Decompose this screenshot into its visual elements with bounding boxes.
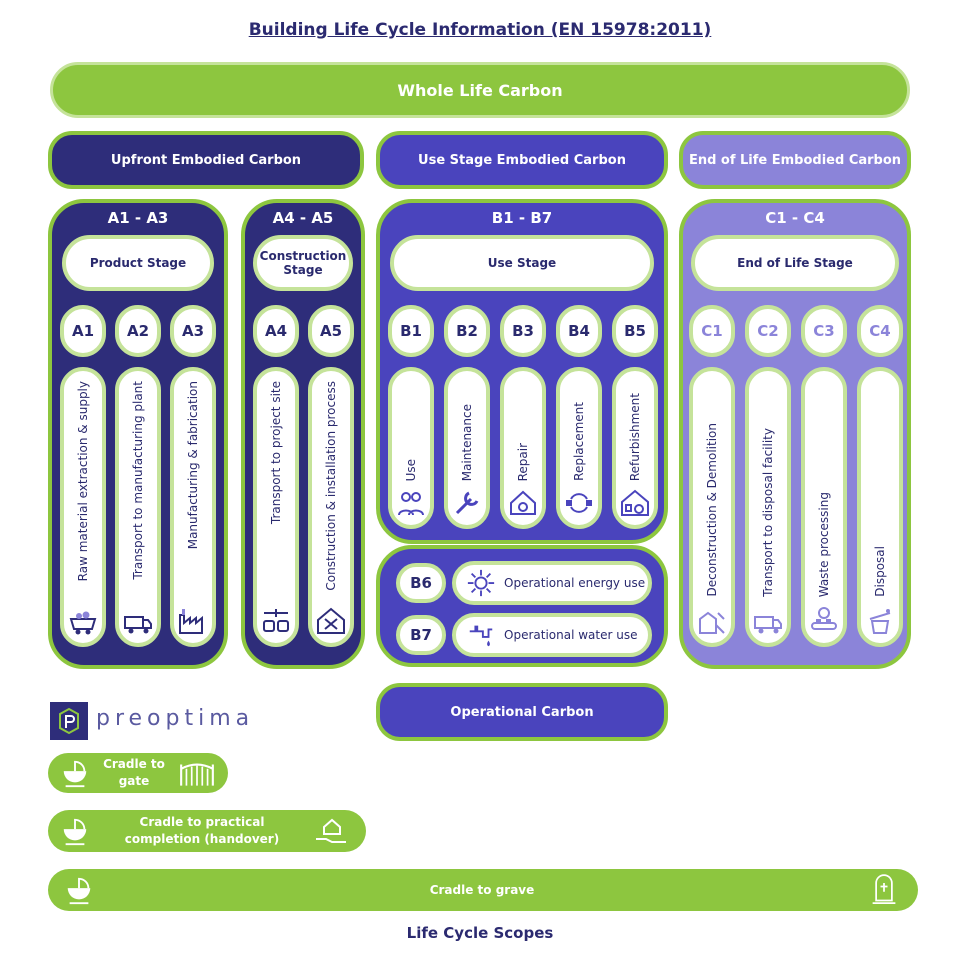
module-code: B7 <box>396 615 446 655</box>
module-label: Replacement <box>572 402 586 481</box>
scope-label: Cradle to grave <box>429 882 535 897</box>
module-column: Use <box>388 367 434 529</box>
module-column: Deconstruction & Demolition <box>689 367 735 647</box>
module-label: Transport to project site <box>269 381 283 525</box>
module-column: Refurbishment <box>612 367 658 529</box>
module-column: Waste processing <box>801 367 847 647</box>
module-code: C2 <box>745 305 791 357</box>
module-column: Repair <box>500 367 546 529</box>
module-code: C4 <box>857 305 903 357</box>
operational-label: Operational energy use <box>504 576 646 590</box>
module-code: B2 <box>444 305 490 357</box>
module-label: Construction & installation process <box>324 381 338 591</box>
module-code: A5 <box>308 305 354 357</box>
module-column: Replacement <box>556 367 602 529</box>
module-code: B6 <box>396 563 446 603</box>
module-code: B5 <box>612 305 658 357</box>
module-column: Construction & installation process <box>308 367 354 647</box>
module-column: Raw material extraction & supply <box>60 367 106 647</box>
page-title: Building Life Cycle Information (EN 1597… <box>248 20 712 40</box>
life-cycle-scopes-caption: Life Cycle Scopes <box>406 924 554 942</box>
module-code: A4 <box>253 305 299 357</box>
truck-icon <box>124 616 152 634</box>
group-title: C1 - C4 <box>765 209 825 227</box>
module-code: A1 <box>60 305 106 357</box>
gear-house-icon <box>510 490 536 515</box>
group-title: B1 - B7 <box>491 209 553 227</box>
module-label: Maintenance <box>460 403 474 481</box>
scope-cradle-to-grave: Cradle to grave <box>48 869 918 911</box>
stage-label: Product Stage <box>62 235 214 291</box>
house-gear-icon <box>621 489 649 516</box>
truck-icon <box>754 616 782 634</box>
scope-cradle-to-handover: Cradle to practical completion (handover… <box>48 810 366 852</box>
scope-label: Cradle to gate <box>103 757 165 788</box>
module-column: Transport to disposal facility <box>745 367 791 647</box>
cradle-icon <box>63 760 87 788</box>
scope-label: Cradle to practical completion (handover… <box>124 815 280 846</box>
operational-carbon-bar: Operational Carbon <box>376 683 668 741</box>
stage-label: Use Stage <box>390 235 654 291</box>
conveyor-icon <box>811 607 837 630</box>
operational-panel: B6 Operational energy use B7 Operational… <box>376 545 668 667</box>
cradle-icon <box>63 818 87 846</box>
gravestone-icon <box>872 874 896 904</box>
module-column: Transport to project site <box>253 367 299 647</box>
sun-snow-icon <box>467 569 495 597</box>
logo-icon <box>59 707 79 735</box>
group-a1-a3: A1 - A3 Product Stage A1 A2 A3 Raw mater… <box>48 199 228 669</box>
use-stage-embodied-header: Use Stage Embodied Carbon <box>376 131 668 189</box>
module-code: B4 <box>556 305 602 357</box>
factory-icon <box>179 609 203 634</box>
whole-life-carbon-bar: Whole Life Carbon <box>50 62 910 118</box>
group-b1-b7: B1 - B7 Use Stage B1 B2 B3 B4 B5 Use Mai… <box>376 199 668 544</box>
operational-label: Operational water use <box>504 628 638 642</box>
module-label: Transport to manufacturing plant <box>131 381 145 580</box>
end-of-life-embodied-header: End of Life Embodied Carbon <box>679 131 911 189</box>
module-code: B3 <box>500 305 546 357</box>
demolition-icon <box>699 611 725 634</box>
group-title: A4 - A5 <box>272 209 334 227</box>
group-c1-c4: C1 - C4 End of Life Stage C1 C2 C3 C4 De… <box>679 199 911 669</box>
module-label: Transport to disposal facility <box>761 428 775 597</box>
upfront-embodied-header: Upfront Embodied Carbon <box>48 131 364 189</box>
mine-cart-icon <box>69 611 97 635</box>
module-label: Disposal <box>873 546 887 597</box>
module-label: Repair <box>516 442 530 481</box>
module-code: A2 <box>115 305 161 357</box>
module-code: B1 <box>388 305 434 357</box>
module-column: Transport to manufacturing plant <box>115 367 161 647</box>
gate-icon <box>180 763 214 786</box>
bin-icon <box>869 609 891 634</box>
operational-energy-row: Operational energy use <box>452 561 652 605</box>
module-column: Manufacturing & fabrication <box>170 367 216 647</box>
preoptima-logo-mark <box>50 702 88 740</box>
module-code: A3 <box>170 305 216 357</box>
swap-icon <box>566 493 592 513</box>
group-a4-a5: A4 - A5 Construction Stage A4 A5 Transpo… <box>241 199 365 669</box>
module-column: Maintenance <box>444 367 490 529</box>
stage-label: End of Life Stage <box>691 235 899 291</box>
house-hand-icon <box>316 818 346 843</box>
module-label: Manufacturing & fabrication <box>186 381 200 550</box>
stage-label: Construction Stage <box>253 235 353 291</box>
module-label: Deconstruction & Demolition <box>705 423 719 597</box>
operational-water-row: Operational water use <box>452 613 652 657</box>
wrench-icon <box>455 491 479 515</box>
tools-house-icon <box>317 607 345 634</box>
people-icon <box>398 492 424 516</box>
scope-cradle-to-gate: Cradle to gate <box>48 753 228 793</box>
transport-icon <box>263 609 289 632</box>
module-column: Disposal <box>857 367 903 647</box>
module-code: C1 <box>689 305 735 357</box>
group-title: A1 - A3 <box>107 209 169 227</box>
tap-icon <box>469 625 493 647</box>
module-label: Raw material extraction & supply <box>76 381 90 582</box>
preoptima-logo-text: preoptima <box>96 706 255 731</box>
module-code: C3 <box>801 305 847 357</box>
cradle-icon <box>67 877 91 905</box>
module-label: Refurbishment <box>628 392 642 481</box>
module-label: Use <box>404 458 418 481</box>
module-label: Waste processing <box>817 491 831 597</box>
